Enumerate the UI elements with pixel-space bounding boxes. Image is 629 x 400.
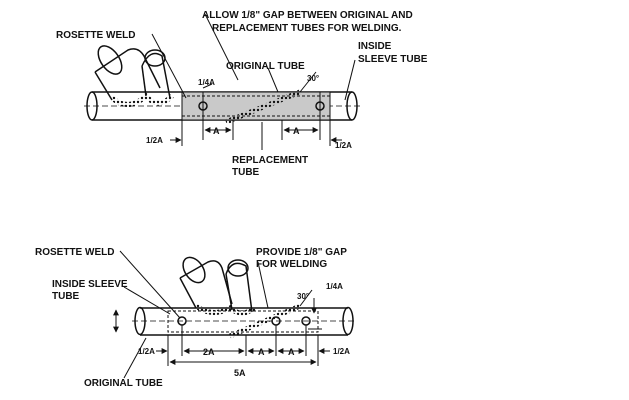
top-rosette-weld-label: ROSETTE WELD bbox=[56, 30, 135, 41]
bottom-angle-dim: 30° bbox=[297, 292, 309, 301]
bottom-half-a-right-dim: 1/2A bbox=[333, 347, 350, 356]
top-branch-tubes bbox=[94, 45, 171, 101]
bottom-a-left-dim: A bbox=[258, 347, 265, 357]
top-angle-dim: 30° bbox=[307, 74, 319, 83]
top-quarter-a-dim: 1/4A bbox=[198, 78, 215, 87]
top-gap-note-line1: ALLOW 1/8" GAP BETWEEN ORIGINAL AND bbox=[202, 10, 413, 21]
top-scarf-weld bbox=[225, 89, 301, 125]
bottom-branch-tubes bbox=[179, 256, 253, 313]
top-replacement-tube-label-2: TUBE bbox=[232, 167, 260, 178]
top-replacement-tube-label-1: REPLACEMENT bbox=[232, 155, 308, 166]
top-inside-sleeve-label-1: INSIDE bbox=[358, 41, 392, 52]
bottom-inside-sleeve-label-2: TUBE bbox=[52, 291, 80, 302]
bottom-half-a-left-dim: 1/2A bbox=[138, 347, 155, 356]
top-figure: ROSETTE WELD ALLOW 1/8" GAP BETWEEN ORIG… bbox=[56, 10, 428, 178]
bottom-two-a-dim: 2A bbox=[203, 347, 215, 357]
bottom-original-tube-label: ORIGINAL TUBE bbox=[84, 378, 163, 389]
top-branch-weld bbox=[110, 92, 174, 107]
bottom-five-a-dim: 5A bbox=[234, 368, 246, 378]
top-a-left-dim: A bbox=[213, 126, 220, 136]
bottom-quarter-a-dim: 1/4A bbox=[326, 282, 343, 291]
bottom-rosette-weld-label: ROSETTE WELD bbox=[35, 247, 114, 258]
top-gap-note-line2: REPLACEMENT TUBES FOR WELDING. bbox=[212, 23, 402, 34]
top-half-a-left-dim: 1/2A bbox=[146, 136, 163, 145]
bottom-figure: ROSETTE WELD PROVIDE 1/8" GAP FOR WELDIN… bbox=[35, 247, 356, 389]
bottom-scarf-weld bbox=[229, 303, 301, 339]
top-half-a-right-dim: 1/2A bbox=[335, 141, 352, 150]
top-original-tube-label: ORIGINAL TUBE bbox=[226, 61, 305, 72]
bottom-inside-sleeve-label-1: INSIDE SLEEVE bbox=[52, 279, 128, 290]
bottom-branch-weld bbox=[194, 303, 256, 316]
bottom-a-right-dim: A bbox=[288, 347, 295, 357]
top-inside-sleeve-label-2: SLEEVE TUBE bbox=[358, 54, 428, 65]
top-a-right-dim: A bbox=[293, 126, 300, 136]
bottom-gap-note-line1: PROVIDE 1/8" GAP bbox=[256, 247, 347, 258]
bottom-gap-note-line2: FOR WELDING bbox=[256, 259, 327, 270]
